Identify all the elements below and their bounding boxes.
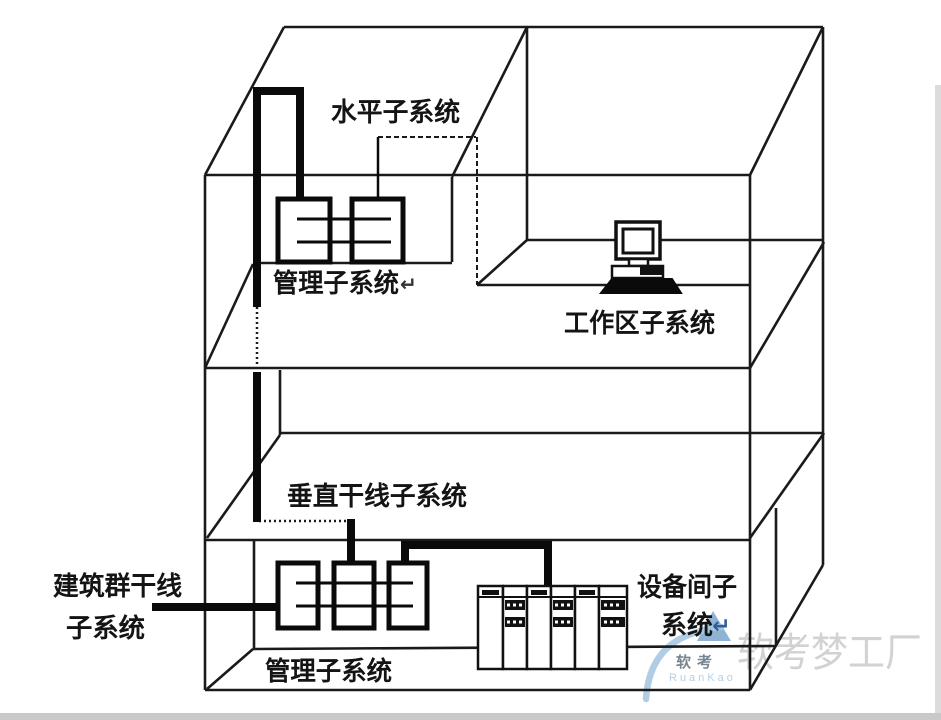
rack-column: [525, 584, 553, 671]
return-mark-icon: ↵: [400, 274, 417, 296]
rack-column: [597, 584, 629, 671]
photo-edge-artifacts: [0, 85, 941, 720]
return-mark-icon: ↵: [712, 613, 730, 638]
cables: [152, 87, 552, 611]
rack-column: [573, 584, 601, 671]
riser-cable-top: [253, 87, 304, 307]
mid-left-diagonal: [205, 434, 282, 539]
patch-panel-box-icons-top: [275, 196, 406, 265]
roof-left-diagonal: [203, 26, 286, 176]
bottom-right-diagonal: [748, 564, 825, 691]
watermark-studio-text: 软考梦工厂: [737, 631, 922, 675]
panel-to-rack-cable: [401, 541, 552, 588]
label-campus-backbone-line1: 建筑群干线: [53, 571, 182, 601]
building-frame: [203, 25, 826, 692]
patch-panel-box: [275, 560, 321, 631]
patch-panel-box-icons-bottom: [275, 560, 430, 631]
label-management-subsystem-top: 管理子系统: [273, 268, 399, 298]
label-campus-backbone-line2: 子系统: [66, 613, 145, 643]
partition-top-diagonal: [450, 26, 529, 178]
mid-right-diagonal: [748, 432, 826, 539]
rack-column: [476, 584, 505, 671]
roof-right-diagonal: [748, 26, 825, 176]
workarea-floor-right-diagonal: [748, 241, 826, 369]
watermark-layer: 软考梦工厂 软考 RuanKao: [642, 611, 922, 703]
watermark-brand-cn: 软考: [676, 653, 718, 671]
label-management-subsystem-bottom: 管理子系统: [265, 656, 392, 686]
monitor-screen: [621, 227, 655, 255]
label-equipment-room-line1: 设备间子: [637, 572, 737, 602]
right-edge-gray-band: [935, 85, 941, 714]
bottom-edge-gray-band: [0, 713, 941, 720]
keyboard-icon: [598, 278, 683, 294]
patch-panel-box: [386, 560, 430, 631]
workarea-floor-left-diagonal: [476, 239, 528, 286]
workstation-computer-icon: [598, 220, 683, 294]
drive-bay: [640, 267, 662, 275]
label-equipment-room-line2: 系统: [661, 610, 713, 640]
closet-floor-left-diagonal: [203, 263, 255, 369]
label-horizontal-subsystem: 水平子系统: [331, 97, 460, 127]
label-vertical-backbone-subsystem: 垂直干线子系统: [287, 481, 467, 511]
patch-panel-box: [331, 560, 377, 631]
watermark-swoosh-icon: [642, 623, 725, 703]
equipment-rack-icons: [476, 584, 629, 671]
patch-panel-box: [275, 196, 333, 265]
rack-column: [549, 584, 577, 671]
label-workarea-subsystem: 工作区子系统: [564, 308, 715, 338]
rack-column: [501, 584, 529, 671]
labels: 水平子系统 管理子系统 ↵ 工作区子系统 垂直干线子系统 建筑群干线 子系统 设…: [53, 97, 737, 686]
watermark-brand-en: RuanKao: [669, 672, 736, 684]
patch-panel-box: [349, 196, 406, 265]
hidden-cable-routes: [255, 136, 478, 523]
bottom-left-diagonal: [206, 648, 254, 690]
